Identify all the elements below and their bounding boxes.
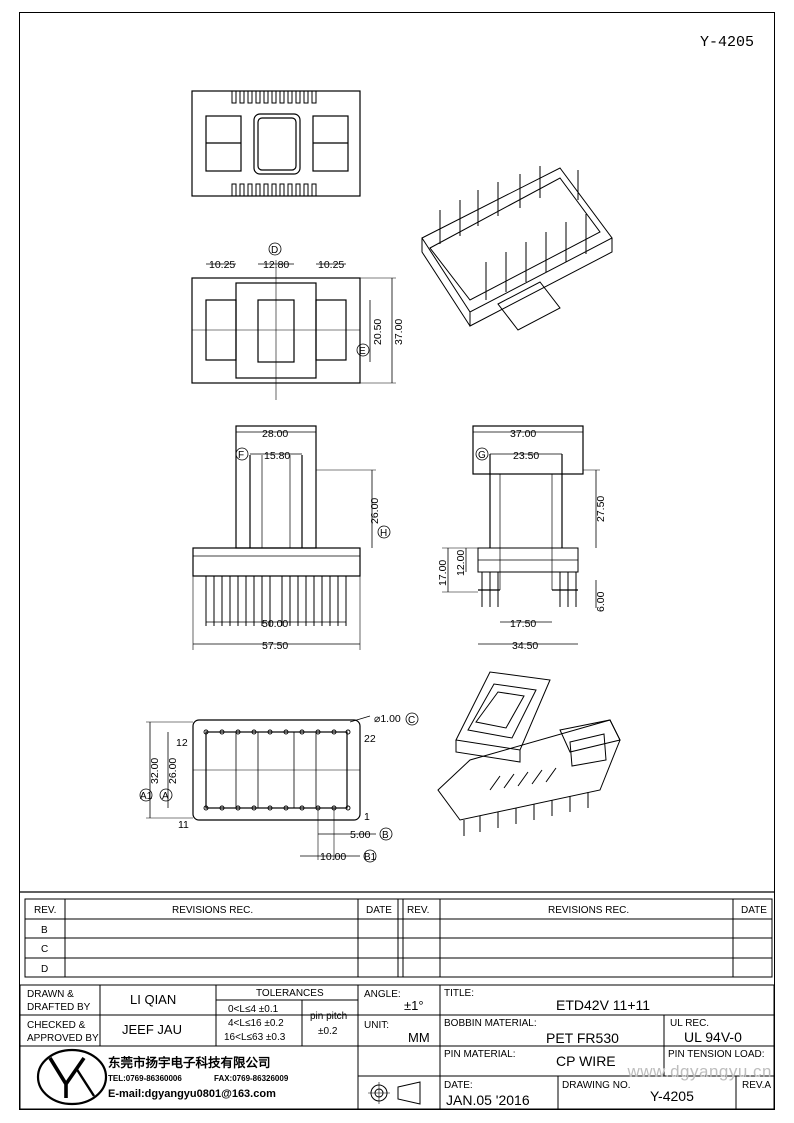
drawn-by-value: LI QIAN xyxy=(130,992,177,1007)
dim-side-top: 37.00 xyxy=(510,428,536,440)
dim-base-width: 34.50 xyxy=(512,640,538,652)
front-view xyxy=(192,425,391,650)
pin-material-label: PIN MATERIAL: xyxy=(444,1049,516,1060)
header-drawing-number: Y-4205 xyxy=(700,34,755,51)
company-name-cn: 东莞市扬宇电子科技有限公司 xyxy=(108,1055,271,1070)
company-tel: TEL:0769-86360006 xyxy=(108,1074,182,1083)
pin-label-1: 1 xyxy=(364,811,370,823)
isometric-view-bottom xyxy=(437,671,621,836)
pin-label-22: 22 xyxy=(364,733,376,745)
date-value: JAN.05 '2016 xyxy=(446,1092,530,1108)
angle-label: ANGLE: xyxy=(364,989,401,1000)
dim-h26: 26.00 xyxy=(167,758,179,784)
bobbin-material-label: BOBBIN MATERIAL: xyxy=(444,1018,537,1029)
ref-a: A xyxy=(162,791,169,802)
dim-pin-length: 6.00 xyxy=(595,591,607,612)
dim-pin-inner: 17.50 xyxy=(510,618,536,630)
ul-rec-label: UL REC. xyxy=(670,1018,710,1029)
rec-header-left: REVISIONS REC. xyxy=(172,905,253,916)
drawn-label-1: DRAWN & xyxy=(27,989,74,1000)
date-header-right: DATE xyxy=(741,905,767,916)
date-label: DATE: xyxy=(444,1080,473,1091)
rev-a-label: REV.A xyxy=(742,1080,772,1091)
projection-symbol-icon xyxy=(368,1081,421,1105)
dim-h17: 17.00 xyxy=(437,560,449,586)
watermark-text: www.dgyangyu.cn xyxy=(627,1062,772,1081)
tolerance-1: 0<L≤4 ±0.1 xyxy=(228,1004,279,1015)
date-header-left: DATE xyxy=(366,905,392,916)
ref-a1: A1 xyxy=(140,791,153,802)
checked-label-2: APPROVED BY xyxy=(27,1033,99,1044)
dim-top-center: 12.80 xyxy=(263,259,289,271)
ref-h: H xyxy=(380,528,387,539)
side-view xyxy=(442,425,600,645)
rev-row-d: D xyxy=(41,964,48,975)
tolerance-2: 4<L≤16 ±0.2 xyxy=(228,1018,284,1029)
dim-top-left: 10.25 xyxy=(209,259,235,271)
ul-rec-value: UL 94V-0 xyxy=(684,1029,742,1045)
ref-e: E xyxy=(359,346,366,357)
dim-inner-height: 20.50 xyxy=(372,319,384,345)
unit-label: UNIT: xyxy=(364,1020,389,1031)
top-view-outline xyxy=(191,90,361,197)
tolerance-3: 16<L≤63 ±0.3 xyxy=(224,1032,286,1043)
pin-material-value: CP WIRE xyxy=(556,1053,616,1069)
drawing-no-value: Y-4205 xyxy=(650,1088,694,1104)
tolerances-label: TOLERANCES xyxy=(256,988,324,999)
title-block-grid xyxy=(19,984,775,1110)
ref-c: C xyxy=(408,715,415,726)
company-email: E-mail:dgyangyu0801@163.com xyxy=(108,1088,276,1100)
title-label: TITLE: xyxy=(444,988,475,999)
dim-outer-height: 37.00 xyxy=(393,319,405,345)
dim-front-inner: 15.80 xyxy=(264,450,290,462)
title-value: ETD42V 11+11 xyxy=(556,997,651,1013)
angle-value: ±1° xyxy=(404,998,424,1013)
revisions-table xyxy=(24,898,773,978)
rev-row-b: B xyxy=(41,925,48,936)
company-fax: FAX:0769-86326009 xyxy=(214,1074,289,1083)
drawing-no-label: DRAWING NO. xyxy=(562,1080,631,1091)
dim-h32: 32.00 xyxy=(149,758,161,784)
dim-side-inner: 23.50 xyxy=(513,450,539,462)
bottom-view xyxy=(139,712,419,863)
ref-f: F xyxy=(238,450,244,461)
rev-row-c: C xyxy=(41,944,48,955)
dim-pitch: 5.00 xyxy=(350,829,371,841)
dim-top-right: 10.25 xyxy=(318,259,344,271)
top-dimension-view xyxy=(191,242,396,400)
drawn-label-2: DRAFTED BY xyxy=(27,1002,91,1013)
pin-tension-label: PIN TENSION LOAD: xyxy=(668,1049,765,1060)
unit-value: MM xyxy=(408,1030,430,1045)
dim-front-height: 26.00 xyxy=(369,498,381,524)
pin-label-12: 12 xyxy=(176,737,188,749)
dim-front-top: 28.00 xyxy=(262,428,288,440)
dim-total-width: 57.50 xyxy=(262,640,288,652)
pin-pitch-label: pin pitch xyxy=(310,1011,348,1022)
rev-header-left: REV. xyxy=(34,905,56,916)
dim-hole-diameter: ⌀1.00 xyxy=(374,713,401,725)
ref-g: G xyxy=(478,450,486,461)
ref-b1: B1 xyxy=(364,852,377,863)
dim-h12: 12.00 xyxy=(455,550,467,576)
pin-label-11: 11 xyxy=(178,819,189,831)
checked-label-1: CHECKED & xyxy=(27,1020,86,1031)
rec-header-right: REVISIONS REC. xyxy=(548,905,629,916)
dim-side-height: 27.50 xyxy=(595,496,607,522)
isometric-view-top xyxy=(421,166,613,331)
dim-pin-span: 50.00 xyxy=(262,618,288,630)
company-logo-icon xyxy=(36,1048,108,1106)
ref-b: B xyxy=(382,830,389,841)
dim-span10: 10.00 xyxy=(320,851,346,863)
rev-header-right: REV. xyxy=(407,905,429,916)
pin-pitch-value: ±0.2 xyxy=(318,1026,338,1037)
checked-by-value: JEEF JAU xyxy=(122,1022,182,1037)
dim-hole: 1.00 xyxy=(380,713,401,725)
ref-d: D xyxy=(271,245,278,256)
bobbin-material-value: PET FR530 xyxy=(546,1030,619,1046)
